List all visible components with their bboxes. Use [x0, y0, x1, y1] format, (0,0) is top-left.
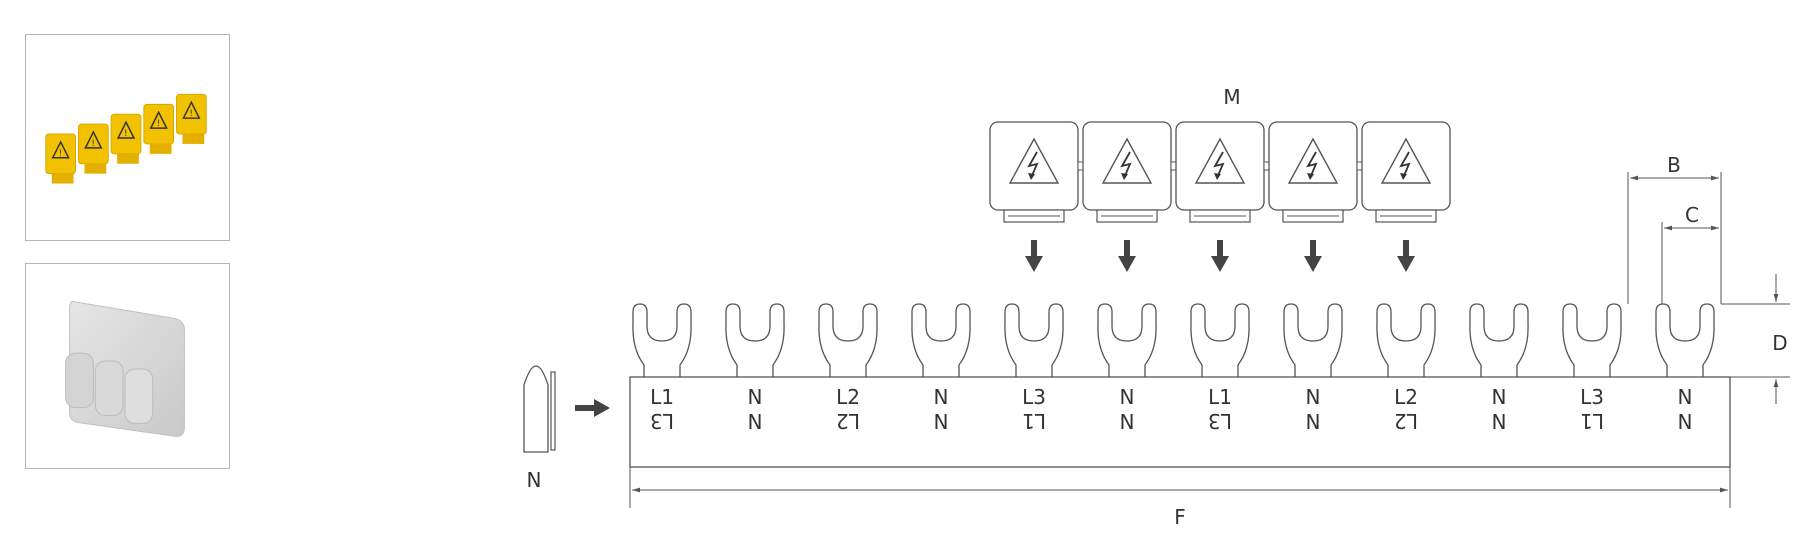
- phase-label-bottom: L1: [1580, 409, 1604, 433]
- label-d: D: [1772, 331, 1787, 355]
- phase-label-bottom: N: [1306, 409, 1321, 433]
- down-arrow: [1211, 240, 1229, 272]
- phase-label-bottom: L3: [1208, 409, 1232, 433]
- fork-terminal: [1655, 303, 1715, 377]
- down-arrow: [1025, 240, 1043, 272]
- svg-text:!: !: [59, 149, 63, 159]
- phase-label-top: L2: [836, 385, 860, 409]
- fork-terminal: [1562, 303, 1622, 377]
- phase-label-top: N: [1306, 385, 1321, 409]
- phase-label-top: N: [1492, 385, 1507, 409]
- high-voltage-warning-icon: [1287, 137, 1339, 184]
- down-arrow: [1118, 240, 1136, 272]
- phase-label-bottom: L3: [650, 409, 674, 433]
- busbar-body: [629, 376, 1731, 468]
- high-voltage-warning-icon: [1194, 137, 1246, 184]
- protective-cover: [1361, 121, 1451, 223]
- dimension-d: [1721, 274, 1790, 404]
- insertion-arrows: [1025, 240, 1415, 272]
- phase-label-top: L3: [1580, 385, 1604, 409]
- phase-label-top: N: [1120, 385, 1135, 409]
- yellow-covers-image: ! ! ! !: [45, 93, 207, 184]
- label-m: M: [1223, 85, 1240, 109]
- label-b: B: [1667, 153, 1681, 177]
- protective-cover: [1175, 121, 1270, 223]
- fork-terminal: [1376, 303, 1436, 377]
- protective-cover: [989, 121, 1084, 223]
- phase-label-bottom: N: [1492, 409, 1507, 433]
- phase-label-top: L1: [1208, 385, 1232, 409]
- high-voltage-warning-icon: [1380, 137, 1432, 184]
- fork-terminal: [818, 303, 878, 377]
- end-cap-label: N: [527, 468, 542, 492]
- phase-label-bottom: L2: [836, 409, 860, 433]
- phase-label-bottom: N: [748, 409, 763, 433]
- fork-terminal: [632, 303, 692, 377]
- end-cap-drawing: [523, 365, 556, 453]
- phase-label-bottom: L1: [1022, 409, 1046, 433]
- phase-label-top: N: [1678, 385, 1693, 409]
- svg-text:!: !: [189, 109, 193, 119]
- protective-cover: [1082, 121, 1177, 223]
- dimension-f: [629, 467, 1731, 508]
- phase-label-bottom: L2: [1394, 409, 1418, 433]
- fork-terminal: [1190, 303, 1250, 377]
- end-cap-insert-arrow: [575, 399, 610, 417]
- high-voltage-warning-icon: [1008, 137, 1060, 184]
- svg-text:!: !: [91, 139, 95, 149]
- phase-label-bottom: N: [1678, 409, 1693, 433]
- phase-label-top: L1: [650, 385, 674, 409]
- phase-label-top: L3: [1022, 385, 1046, 409]
- thumbnail-end-cap[interactable]: [25, 263, 230, 469]
- yellow-cover-2: !: [77, 123, 109, 174]
- fork-terminals: [632, 303, 1715, 377]
- covers-row: [989, 121, 1451, 223]
- phase-label-bottom: N: [1120, 409, 1135, 433]
- phase-label-top: N: [748, 385, 763, 409]
- label-c: C: [1685, 203, 1699, 227]
- phase-label-bottom: N: [934, 409, 949, 433]
- fork-terminal: [1004, 303, 1064, 377]
- fork-terminal: [1097, 303, 1157, 377]
- protective-cover: [1268, 121, 1363, 223]
- end-cap-image: [65, 301, 185, 437]
- yellow-cover-1: !: [45, 133, 77, 184]
- fork-terminal: [911, 303, 971, 377]
- phase-label-top: N: [934, 385, 949, 409]
- thumbnail-yellow-covers[interactable]: ! ! ! !: [25, 34, 230, 241]
- dimension-b: [1627, 172, 1722, 304]
- svg-text:!: !: [157, 119, 161, 129]
- yellow-cover-5: !: [176, 93, 207, 144]
- phase-label-top: L2: [1394, 385, 1418, 409]
- dimension-c: [1661, 222, 1719, 304]
- svg-text:!: !: [124, 129, 128, 139]
- label-f: F: [1174, 505, 1186, 529]
- yellow-cover-3: !: [110, 113, 142, 164]
- yellow-cover-4: !: [143, 103, 175, 154]
- down-arrow: [1304, 240, 1322, 272]
- fork-terminal: [1469, 303, 1529, 377]
- fork-terminal: [725, 303, 785, 377]
- high-voltage-warning-icon: [1101, 137, 1153, 184]
- fork-terminal: [1283, 303, 1343, 377]
- down-arrow: [1397, 240, 1415, 272]
